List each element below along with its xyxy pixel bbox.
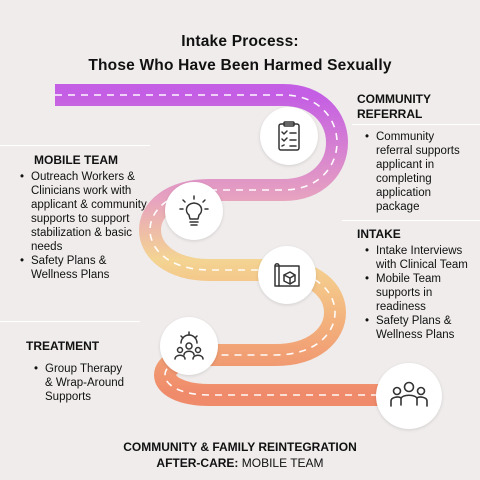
community-referral-circle — [260, 107, 318, 165]
footer-line-2: AFTER-CARE: MOBILE TEAM — [0, 456, 480, 470]
treatment-list: Group Therapy & Wrap-Around Supports — [34, 362, 130, 404]
mobile-team-item: Safety Plans & Wellness Plans — [20, 254, 150, 282]
intake-item: Mobile Team supports in readiness — [365, 272, 470, 314]
mobile-team-divider — [0, 145, 150, 146]
intake-list: Intake Interviews with Clinical Team Mob… — [365, 244, 470, 342]
team-gear-icon — [174, 331, 204, 360]
community-referral-divider — [352, 124, 480, 125]
mobile-team-heading: MOBILE TEAM — [34, 153, 118, 167]
community-referral-item: Community referral supports applicant in… — [365, 130, 470, 214]
people-group-icon — [390, 381, 428, 407]
intake-divider — [342, 220, 480, 221]
footer-after-care-value: MOBILE TEAM — [238, 456, 324, 470]
mobile-team-item: Outreach Workers & Clinicians work with … — [20, 170, 150, 254]
community-referral-heading-line-1: COMMUNITY — [357, 92, 431, 106]
mobile-team-list: Outreach Workers & Clinicians work with … — [20, 170, 150, 282]
community-referral-heading: COMMUNITY REFERRAL — [357, 92, 431, 122]
treatment-divider — [0, 321, 140, 322]
community-referral-heading-line-2: REFERRAL — [357, 107, 423, 121]
footer-line-1: COMMUNITY & FAMILY REINTEGRATION — [123, 440, 357, 454]
treatment-item: Group Therapy & Wrap-Around Supports — [34, 362, 130, 404]
footer-after-care-label: AFTER-CARE: — [156, 456, 239, 470]
community-referral-list: Community referral supports applicant in… — [365, 130, 470, 214]
title-line-2: Those Who Have Been Harmed Sexually — [88, 57, 392, 74]
checklist-icon — [278, 121, 300, 151]
intake-circle — [258, 246, 316, 304]
intake-item: Intake Interviews with Clinical Team — [365, 244, 470, 272]
treatment-heading: TREATMENT — [26, 339, 100, 353]
title-line-1: Intake Process: — [181, 33, 299, 50]
mobile-team-circle — [165, 182, 223, 240]
intake-heading: INTAKE — [357, 227, 401, 241]
blueprint-icon — [274, 263, 300, 287]
intake-item: Safety Plans & Wellness Plans — [365, 314, 470, 342]
lightbulb-icon — [179, 195, 209, 226]
reintegration-circle — [376, 363, 442, 429]
treatment-circle — [160, 317, 218, 375]
